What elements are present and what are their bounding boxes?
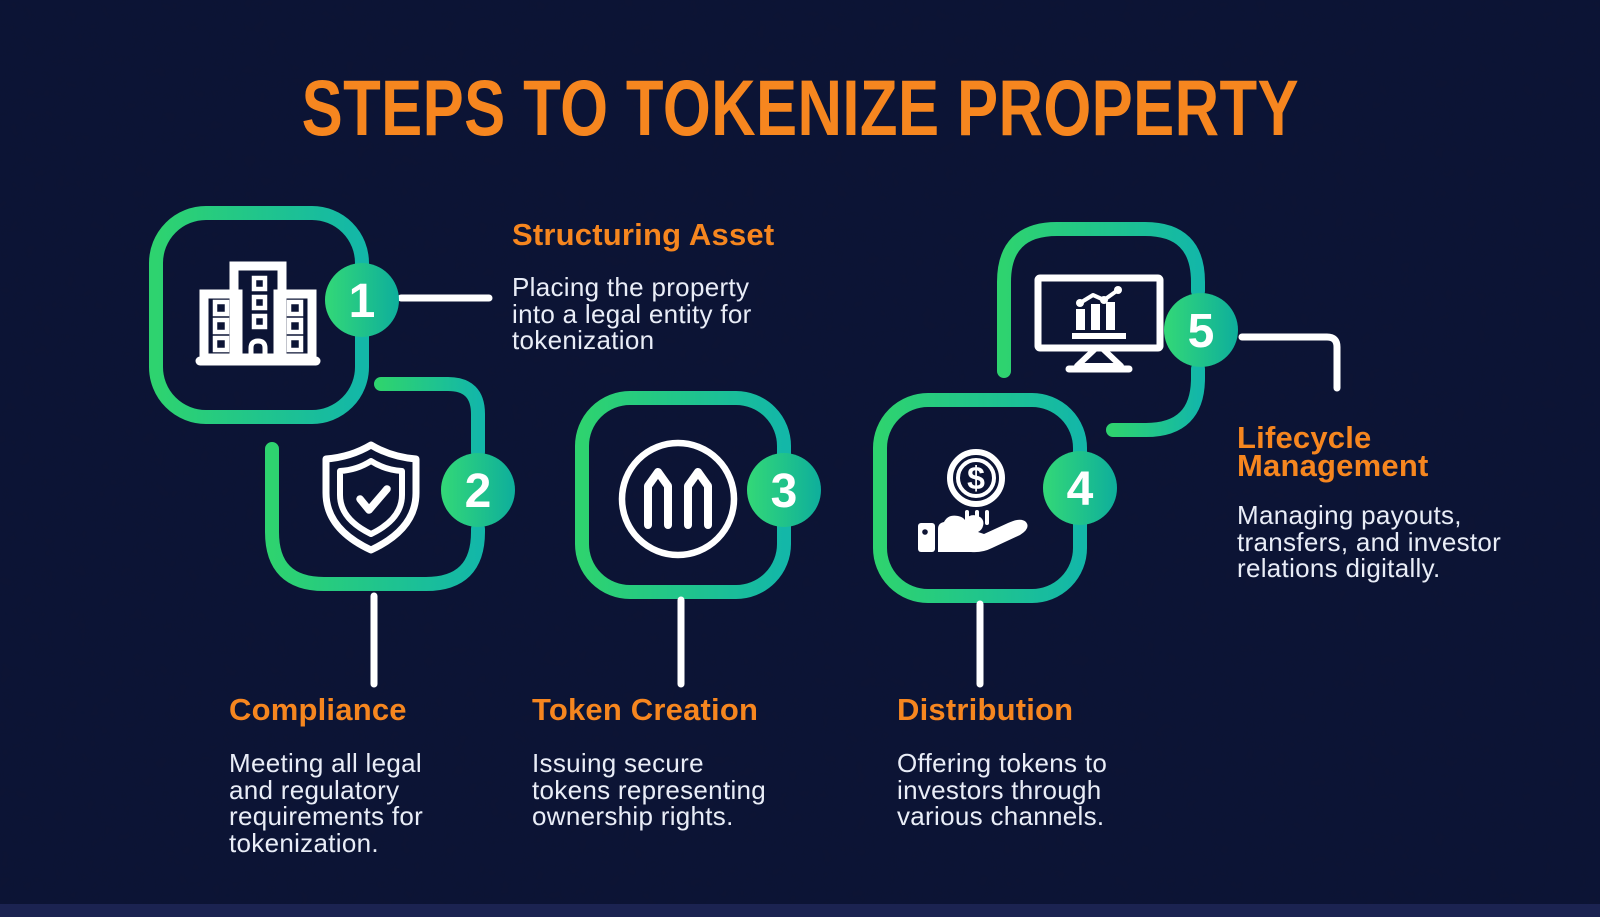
step5-frame (997, 222, 1205, 378)
step3-heading: Token Creation (532, 692, 759, 727)
page-title: STEPS TO TOKENIZE PROPERTY (0, 68, 1600, 147)
step2-heading: Compliance (229, 692, 407, 727)
hand-coin-icon: $ (918, 449, 1028, 553)
step3-number-badge: 3 (747, 453, 821, 527)
page-title-text: STEPS TO TOKENIZE PROPERTY (301, 63, 1299, 152)
number-badges: 1 2 3 4 5 (325, 263, 1238, 527)
monitor-chart-icon (1034, 274, 1164, 373)
step4-number-badge: 4 (1043, 451, 1117, 525)
step5-heading: Lifecycle Management (1237, 420, 1429, 483)
step5-number-badge: 5 (1164, 293, 1238, 367)
shield-check-icon (322, 441, 420, 554)
building-icon (195, 261, 321, 366)
step3-description: Issuing secure tokens representing owner… (532, 748, 767, 831)
svg-text:2: 2 (465, 465, 492, 518)
step5-description: Managing payouts, transfers, and investo… (1237, 500, 1502, 583)
step5-bottom-pipe (1106, 362, 1205, 437)
step2-inlet-pipe (374, 377, 485, 459)
maker-token-icon (618, 439, 738, 559)
step1-heading: Structuring Asset (512, 217, 775, 252)
step2-number-badge: 2 (441, 453, 515, 527)
svg-text:4: 4 (1067, 463, 1094, 516)
step1-number-badge: 1 (325, 263, 399, 337)
pointer-line-step5 (1238, 333, 1341, 392)
bottom-band (0, 904, 1600, 917)
step2-description: Meeting all legal and regulatory require… (229, 748, 424, 858)
step2-frame (265, 442, 485, 591)
svg-text:5: 5 (1188, 305, 1215, 358)
step4-description: Offering tokens to investors through var… (897, 748, 1108, 831)
pointer-lines (370, 294, 1341, 688)
svg-text:1: 1 (349, 275, 376, 328)
step4-heading: Distribution (897, 692, 1074, 727)
svg-text:3: 3 (771, 465, 798, 518)
step1-description: Placing the property into a legal entity… (512, 272, 752, 355)
dollar-sign: $ (967, 460, 985, 496)
